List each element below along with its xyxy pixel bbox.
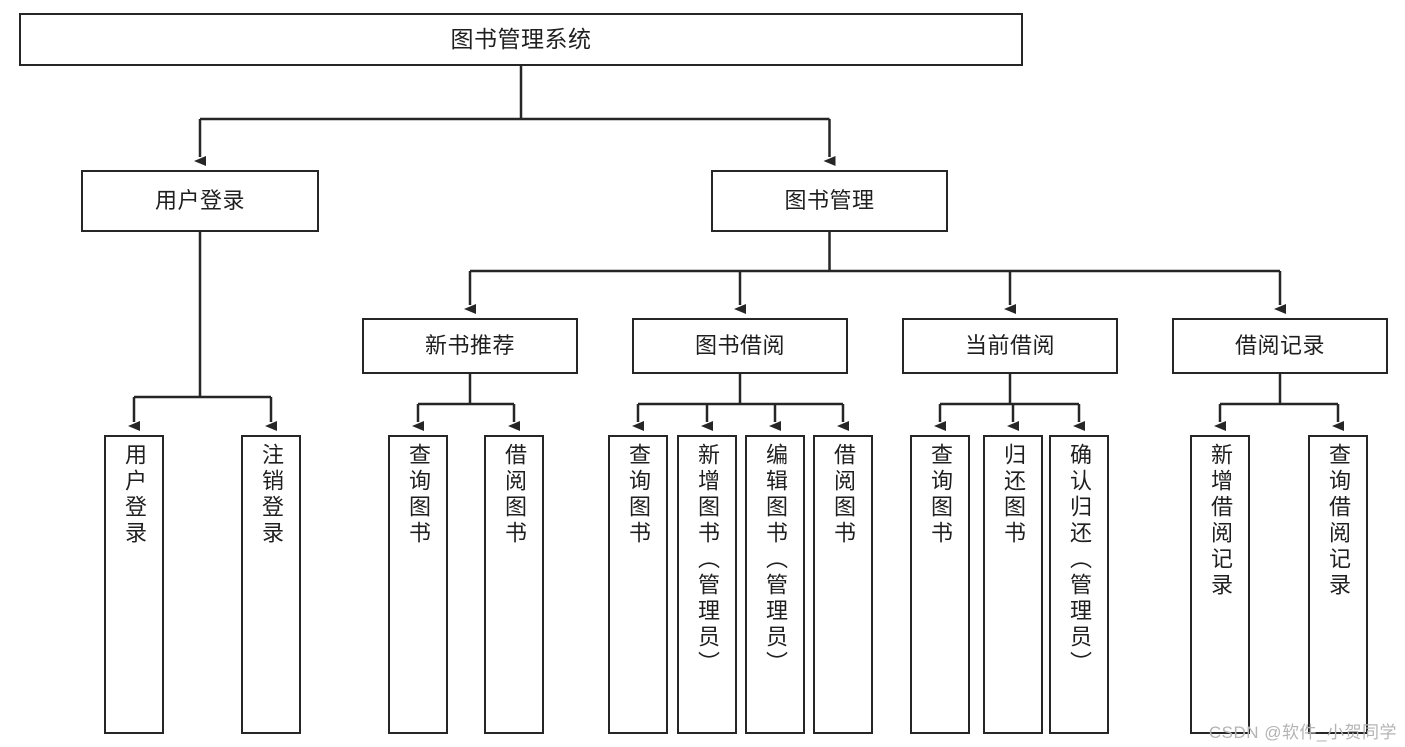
node-label: 用户登录 bbox=[122, 443, 147, 547]
node-label: 查询图书 bbox=[626, 443, 651, 547]
node-f11[interactable]: 确认归还（管理员） bbox=[1049, 435, 1109, 734]
node-label: 编辑图书（管理员） bbox=[763, 443, 788, 677]
node-label: 查询图书 bbox=[928, 443, 953, 547]
node-label: 归还图书 bbox=[1001, 443, 1026, 547]
node-label: 借阅图书 bbox=[502, 443, 527, 547]
node-label: 新增借阅记录 bbox=[1208, 443, 1233, 599]
node-label: 用户登录 bbox=[154, 188, 245, 214]
node-label: 注销登录 bbox=[259, 443, 284, 547]
node-f13[interactable]: 查询借阅记录 bbox=[1308, 435, 1368, 734]
node-f4[interactable]: 借阅图书 bbox=[484, 435, 544, 734]
node-label: 图书管理 bbox=[784, 188, 875, 214]
node-l1b[interactable]: 图书管理 bbox=[711, 170, 948, 232]
node-f1[interactable]: 用户登录 bbox=[104, 435, 164, 734]
node-f5[interactable]: 查询图书 bbox=[608, 435, 668, 734]
watermark: CSDN @软件_小贺同学 bbox=[1208, 723, 1397, 742]
node-label: 确认归还（管理员） bbox=[1067, 443, 1092, 677]
node-f7[interactable]: 编辑图书（管理员） bbox=[745, 435, 805, 734]
node-f6[interactable]: 新增图书（管理员） bbox=[677, 435, 737, 734]
node-root[interactable]: 图书管理系统 bbox=[19, 13, 1023, 66]
node-l2b[interactable]: 图书借阅 bbox=[632, 318, 848, 374]
node-f10[interactable]: 归还图书 bbox=[983, 435, 1043, 734]
node-label: 当前借阅 bbox=[964, 333, 1055, 359]
node-f2[interactable]: 注销登录 bbox=[241, 435, 301, 734]
node-label: 借阅记录 bbox=[1234, 333, 1325, 359]
node-label: 图书管理系统 bbox=[450, 25, 592, 52]
node-label: 新书推荐 bbox=[424, 333, 515, 359]
node-f9[interactable]: 查询图书 bbox=[910, 435, 970, 734]
node-f3[interactable]: 查询图书 bbox=[388, 435, 448, 734]
node-f12[interactable]: 新增借阅记录 bbox=[1190, 435, 1250, 734]
node-f8[interactable]: 借阅图书 bbox=[813, 435, 873, 734]
node-label: 查询图书 bbox=[406, 443, 431, 547]
node-l2d[interactable]: 借阅记录 bbox=[1172, 318, 1388, 374]
node-l2a[interactable]: 新书推荐 bbox=[362, 318, 578, 374]
node-label: 借阅图书 bbox=[831, 443, 856, 547]
node-l2c[interactable]: 当前借阅 bbox=[902, 318, 1118, 374]
node-label: 图书借阅 bbox=[694, 333, 785, 359]
node-l1a[interactable]: 用户登录 bbox=[81, 170, 319, 232]
node-label: 新增图书（管理员） bbox=[695, 443, 720, 677]
node-label: 查询借阅记录 bbox=[1326, 443, 1351, 599]
